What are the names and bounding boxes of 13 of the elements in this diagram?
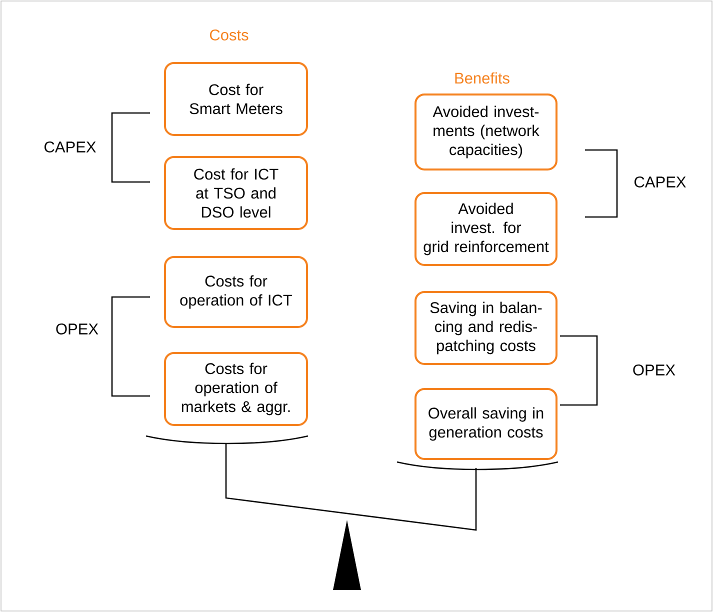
cost-box: Avoided invest. for grid reinforcement — [414, 192, 558, 266]
bracket-label: OPEX — [56, 324, 98, 334]
bracket-label: OPEX — [633, 364, 676, 376]
cost-box: Saving in balan-cing and redis-patching costs — [414, 290, 558, 365]
cost-box: Cost for ICT at TSO and DSO level — [164, 156, 308, 230]
cost-box: Cost for Smart Meters — [164, 62, 308, 136]
cost-box: Overall saving in generation costs — [414, 388, 558, 460]
bracket-label: CAPEX — [44, 142, 96, 152]
cost-box: Costs for operation of markets & aggr. — [164, 352, 308, 426]
cost-box: Avoided invest-ments (network capacities) — [414, 94, 558, 170]
cost-box: Costs for operation of ICT — [164, 256, 308, 328]
bracket-label: CAPEX — [634, 176, 686, 188]
column-heading: Costs — [210, 30, 248, 40]
